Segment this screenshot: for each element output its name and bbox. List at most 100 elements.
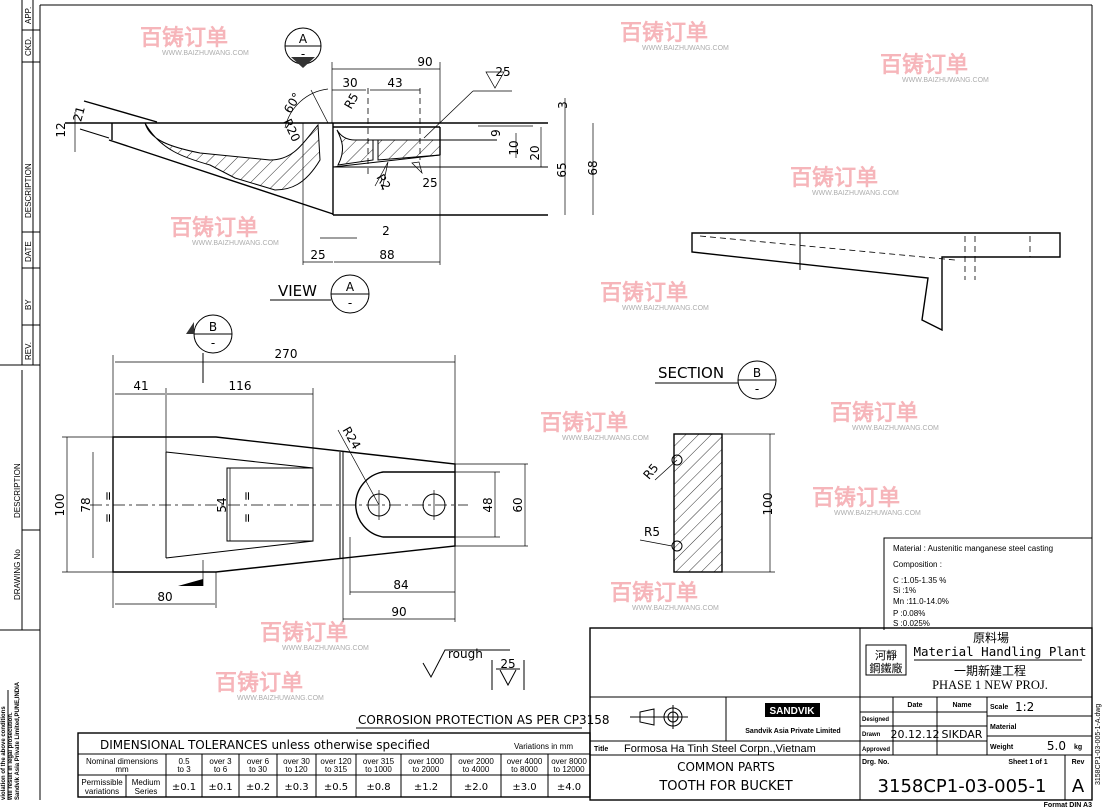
svg-text:Drawn: Drawn [862,732,881,738]
tolerance-range: over 8000 [551,757,587,766]
svg-text:B: B [753,366,761,380]
tolerance-range: to 4000 [463,765,490,774]
svg-text:=: = [240,491,254,501]
watermark-logo: 百铸订单 [830,400,918,426]
corrosion-note: CORROSION PROTECTION AS PER CP3158 [358,713,610,727]
date-label: DATE [24,241,33,262]
svg-text:Material: Material [990,724,1017,731]
tolerance-range: to 3 [177,765,191,774]
svg-text:25: 25 [500,657,515,671]
dim-9: 9 [489,129,503,137]
tolerance-value: ±0.2 [246,782,270,793]
radius-r20: R20 [280,117,303,144]
tolerance-units: Variations in mm [514,742,573,751]
title-block: 河靜 鋼鐵廠 原料場 Material Handling Plant 一期新建工… [589,627,1102,809]
tolerance-value: ±0.3 [284,782,308,793]
tolerance-range: over 6 [247,757,270,766]
revision-value: A [1072,776,1085,797]
section-b-label: SECTION [658,364,724,382]
roughness-25: 25 [422,176,437,190]
dim-41: 41 [133,379,148,393]
radius-r5: R5 [640,461,661,482]
dim-90: 90 [417,55,432,69]
watermark-url: WWW.BAIZHUWANG.COM [237,695,324,702]
watermark-logo: 百铸订单 [790,165,878,191]
svg-text:Approved: Approved [862,747,890,753]
tolerance-range: to 8000 [511,765,538,774]
dim-20: 20 [528,145,542,160]
svg-text:variations: variations [85,787,119,796]
view-b-marker: B - [186,314,233,383]
tolerance-range: over 3 [209,757,232,766]
tolerance-range: to 2000 [413,765,440,774]
tolerance-table: DIMENSIONAL TOLERANCES unless otherwise … [77,732,591,798]
tolerance-value: ±3.0 [512,782,536,793]
dim-12: 12 [54,122,68,137]
rev-label: REV. [24,342,33,360]
legal-text: Sandvik Asia Private Limited,PUNE,INDIA [15,681,21,800]
dim-2: 2 [382,224,390,238]
tolerance-range: over 30 [283,757,310,766]
angle-60: 60° [281,90,304,115]
svg-text:P :0.08%: P :0.08% [893,609,925,618]
svg-text:Composition :: Composition : [893,560,942,569]
dim-78: 78 [79,497,93,512]
owner-cn: 河靜 [875,648,897,662]
svg-text:=: = [240,513,254,523]
tolerance-value: ±2.0 [464,782,488,793]
file-name: 3158CP1-03-005-1-A.dwg [1095,704,1102,785]
tolerance-range: over 4000 [507,757,543,766]
plant-en: Material Handling Plant [913,644,1086,659]
svg-text:Permissible: Permissible [81,778,123,787]
watermark-logo: 百铸订单 [215,670,303,696]
radius-r5: R5 [341,91,361,112]
watermark-url: WWW.BAIZHUWANG.COM [902,77,989,84]
svg-text:Series: Series [135,787,158,796]
view-a-label: VIEW A - [270,274,370,314]
by-label: BY [24,299,33,310]
watermark-url: WWW.BAIZHUWANG.COM [642,45,729,52]
svg-text:A: A [299,32,308,46]
dim-43: 43 [387,76,402,90]
drawn-name: SIKDAR [942,728,983,741]
company-name: Sandvik Asia Private Limited [745,728,840,735]
scale-value: 1:2 [1015,700,1034,714]
tolerance-value: ±0.1 [208,782,232,793]
title-line-1: Formosa Ha Tinh Steel Corpn.,Vietnam [624,743,816,755]
svg-text:Weight: Weight [990,744,1014,751]
svg-text:Material : Austenitic manganes: Material : Austenitic manganese steel ca… [893,544,1053,553]
watermark-logo: 百铸订单 [610,580,698,606]
svg-text:Sheet 1 of 1: Sheet 1 of 1 [1008,759,1047,766]
projection-symbol-icon [630,705,688,729]
svg-text:S :0.025%: S :0.025% [893,619,930,628]
description-label: DESCRIPTION [24,163,33,218]
dim-30: 30 [342,76,357,90]
dim-21: 21 [70,105,87,123]
svg-text:Mn :11.0-14.0%: Mn :11.0-14.0% [893,597,949,606]
radius-r5: R5 [644,525,660,539]
watermark-logo: 百铸订单 [540,410,628,436]
view-b-drawing: B - [53,314,528,622]
section-b-drawing: SECTION B - R5 R5 100 [639,360,777,573]
svg-text:VIEW: VIEW [278,282,317,300]
phase-cn: 一期新建工程 [954,663,1026,678]
sandvik-logo [765,703,820,717]
dim-25: 25 [310,248,325,262]
tolerance-range: to 30 [249,765,267,774]
dim-60: 60 [511,497,525,512]
svg-text:Name: Name [952,702,971,709]
watermark-logo: 百铸订单 [880,52,968,78]
watermark-url: WWW.BAIZHUWANG.COM [192,240,279,247]
svg-text:A: A [346,280,355,294]
watermark-logo: 百铸订单 [140,25,228,51]
tolerance-range: 0.5 [178,757,190,766]
svg-text:rough: rough [448,647,483,661]
revision-table: APP. CKD. DESCRIPTION DATE BY REV. DESCR… [1,7,33,801]
tolerance-range: over 2000 [458,757,494,766]
svg-text:B: B [209,320,217,334]
paper-format: Format DIN A3 [1044,802,1092,809]
material-box: Material : Austenitic manganese steel ca… [883,537,1092,630]
tolerance-range: over 120 [320,757,352,766]
